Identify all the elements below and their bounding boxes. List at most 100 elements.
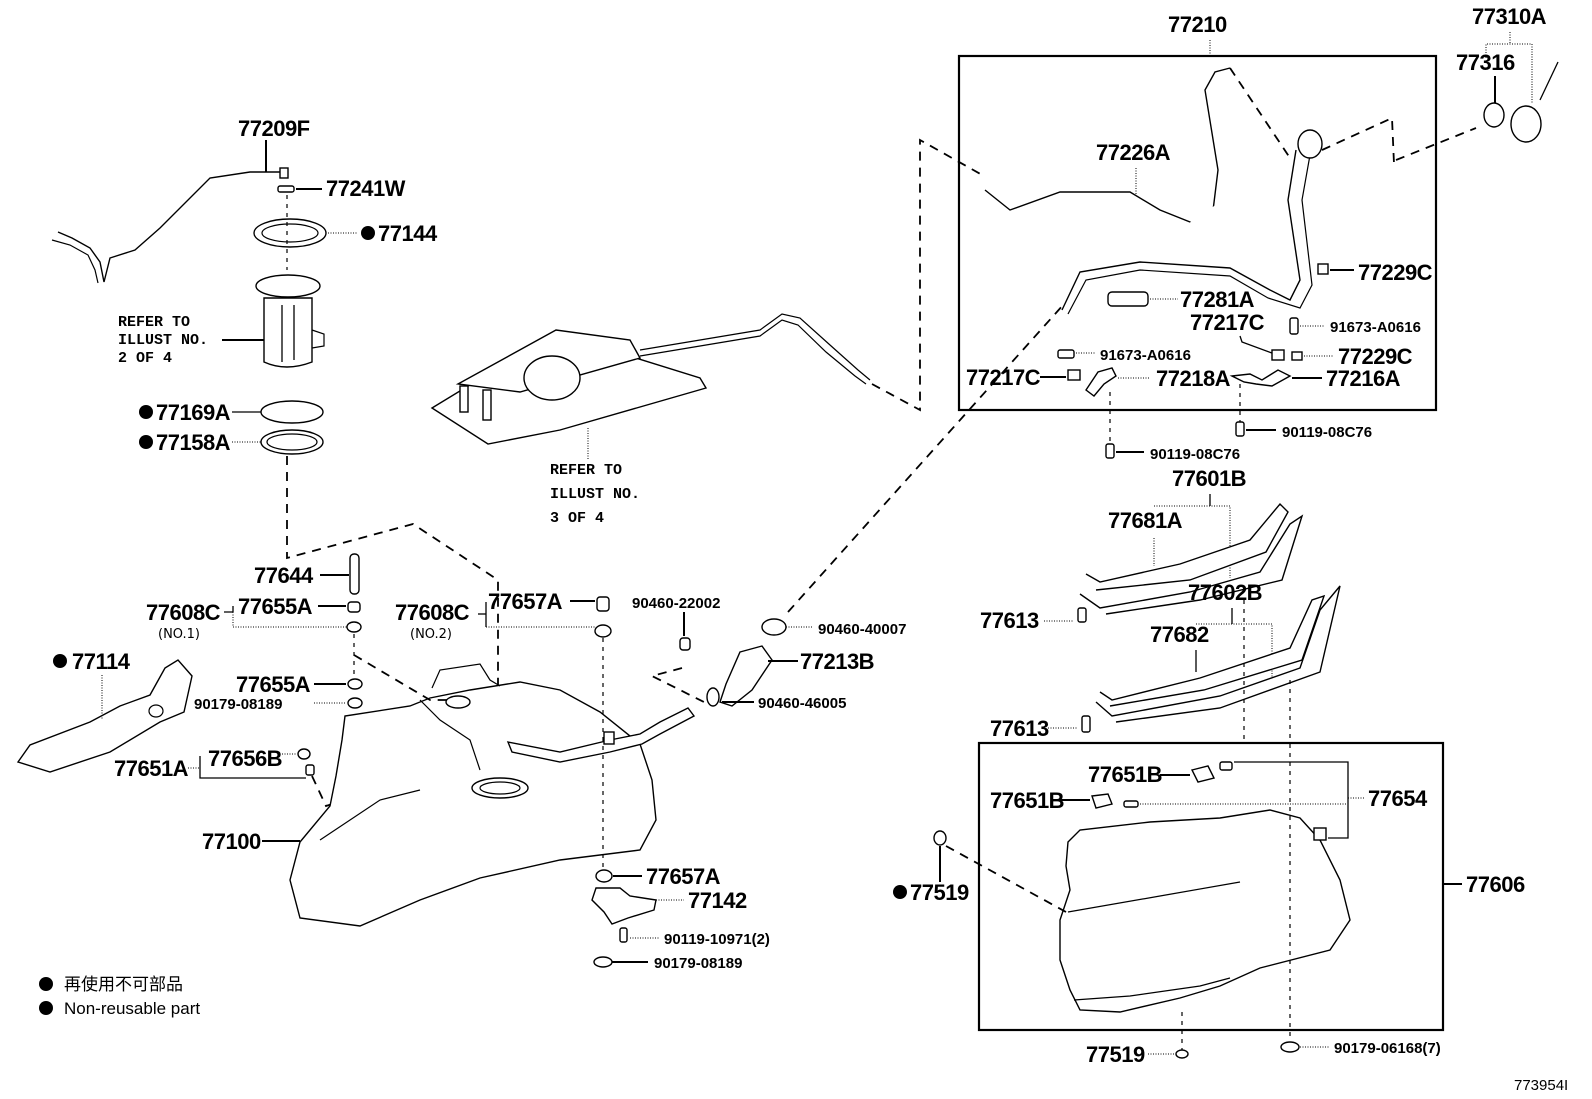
label-77608C-no2[interactable]: 77608C [395,600,470,625]
label-77217C-left[interactable]: 77217C [966,365,1041,390]
pin-77644[interactable] [349,553,360,595]
label-77681A[interactable]: 77681A [1108,508,1183,533]
clip-90179-08189-bottom[interactable] [593,956,613,968]
label-77281A[interactable]: 77281A [1180,287,1255,312]
label-77608C-no1[interactable]: 77608C [146,600,221,625]
label-90179-08189-bottom[interactable]: 90179-08189 [654,955,742,972]
label-77310A[interactable]: 77310A [1472,4,1547,29]
label-77519-bottom[interactable]: 77519 [1086,1042,1145,1067]
label-77213B[interactable]: 77213B [800,649,875,674]
clamp-77217C-left[interactable] [1067,369,1081,381]
label-77216A[interactable]: 77216A [1326,366,1401,391]
gasket-77316[interactable] [1483,102,1505,128]
clip-77519-left[interactable] [933,830,947,846]
bolt-90119-10971[interactable] [619,927,628,943]
cushion-77656B[interactable] [297,748,311,760]
protector-77114[interactable] [16,659,193,773]
bracket-77218A[interactable] [1085,367,1117,397]
label-77144[interactable]: 77144 [378,221,438,246]
pad-77654[interactable] [1123,800,1139,808]
label-90460-22002[interactable]: 90460-22002 [632,595,720,612]
label-90119-08C76-left[interactable]: 90119-08C76 [1150,446,1240,463]
label-77651B-left[interactable]: 77651B [990,788,1065,813]
fuel-cap-77300[interactable] [1510,105,1542,143]
wire-harness-77209F[interactable] [57,171,285,283]
bolt-90119-08C76-left[interactable] [1105,443,1115,459]
label-77656B[interactable]: 77656B [208,746,283,771]
pad-77651B-left[interactable] [1091,793,1113,809]
bolt-77613-top[interactable] [1077,607,1087,623]
label-77158A[interactable]: 77158A [156,430,231,455]
label-77601B[interactable]: 77601B [1172,466,1247,491]
label-91673-A0616-left[interactable]: 91673-A0616 [1100,347,1191,364]
bracket-77142[interactable] [591,887,657,925]
clip-90179-06168[interactable] [1280,1041,1300,1053]
label-77229C-bottom[interactable]: 77229C [1338,344,1413,369]
fuel-tank-77100[interactable] [289,681,657,927]
label-77613-top[interactable]: 77613 [980,608,1039,633]
clip-77229C-bottom[interactable] [1291,351,1303,361]
band-77601B[interactable] [1079,514,1304,615]
label-77316[interactable]: 77316 [1456,50,1515,75]
bolt-91673-A0616-left[interactable] [1057,349,1075,359]
label-77602B[interactable]: 77602B [1188,580,1263,605]
label-90119-08C76-right[interactable]: 90119-08C76 [1282,424,1372,441]
cushion-77681A[interactable] [1085,502,1289,591]
filler-hose-77213B[interactable] [719,645,773,707]
label-77209F[interactable]: 77209F [238,116,310,141]
band-77602B[interactable] [1095,585,1341,723]
clip-77229C-top[interactable] [1317,263,1329,275]
label-77217C-right[interactable]: 77217C [1190,310,1265,335]
label-77644[interactable]: 77644 [254,563,314,588]
label-90460-40007[interactable]: 90460-40007 [818,621,906,638]
label-77606[interactable]: 77606 [1466,872,1525,897]
bolt-90119-08C76-right[interactable] [1235,421,1245,437]
grommet-77655A-lower[interactable] [347,678,363,690]
pad-77651B-top[interactable] [1190,765,1216,783]
label-77241W[interactable]: 77241W [326,176,406,201]
clip-90179-08189[interactable] [347,697,363,709]
label-90179-08189-left[interactable]: 90179-08189 [194,696,282,713]
label-77651A[interactable]: 77651A [114,756,189,781]
clamp-77217C-right[interactable] [1271,349,1285,361]
label-77657A-bottom[interactable]: 77657A [646,864,721,889]
label-77218A[interactable]: 77218A [1156,366,1231,391]
clamp-90460-40007[interactable] [761,618,787,636]
label-77657A-top[interactable]: 77657A [488,589,563,614]
nut-77657A[interactable] [595,869,613,883]
protector-77606[interactable] [1059,809,1351,1013]
label-91673-A0616-right[interactable]: 91673-A0616 [1330,319,1421,336]
clip-77519-bottom[interactable] [1175,1049,1189,1059]
label-77114[interactable]: 77114 [72,649,131,674]
label-77169A[interactable]: 77169A [156,400,231,425]
label-77100[interactable]: 77100 [202,829,261,854]
clamp-90460-46005[interactable] [706,687,720,707]
breather-tube-77226A[interactable] [984,67,1231,237]
label-90460-46005[interactable]: 90460-46005 [758,695,846,712]
label-90179-06168[interactable]: 90179-06168(7) [1334,1040,1441,1057]
label-77651B-top[interactable]: 77651B [1088,762,1163,787]
gasket-77169A[interactable] [260,400,324,424]
clip-90460-22002[interactable] [679,637,691,651]
label-77654[interactable]: 77654 [1368,786,1428,811]
label-77682[interactable]: 77682 [1150,622,1209,647]
grommet-77655A[interactable] [347,601,361,613]
bracket-77216A[interactable] [1229,369,1292,387]
cushion-77682[interactable] [1099,594,1326,707]
protector-77281A[interactable] [1107,291,1149,307]
filler-pipe-77201[interactable] [1061,149,1301,311]
bolt-91673-A0616-right[interactable] [1289,317,1299,335]
label-77229C-top[interactable]: 77229C [1358,260,1433,285]
label-77519-left[interactable]: 77519 [910,880,969,905]
bolt-77613-bottom[interactable] [1081,715,1091,733]
label-77142[interactable]: 77142 [688,888,747,913]
label-90119-10971[interactable]: 90119-10971(2) [664,931,770,948]
label-77655A-top[interactable]: 77655A [238,594,313,619]
retainer-ring-77144[interactable] [253,218,327,248]
label-77655A-bottom[interactable]: 77655A [236,672,311,697]
bolt-77657A[interactable] [596,596,610,612]
label-77613-bottom[interactable]: 77613 [990,716,1049,741]
label-77226A[interactable]: 77226A [1096,140,1171,165]
fuel-pump-module[interactable] [255,274,321,298]
label-77210[interactable]: 77210 [1168,12,1227,37]
